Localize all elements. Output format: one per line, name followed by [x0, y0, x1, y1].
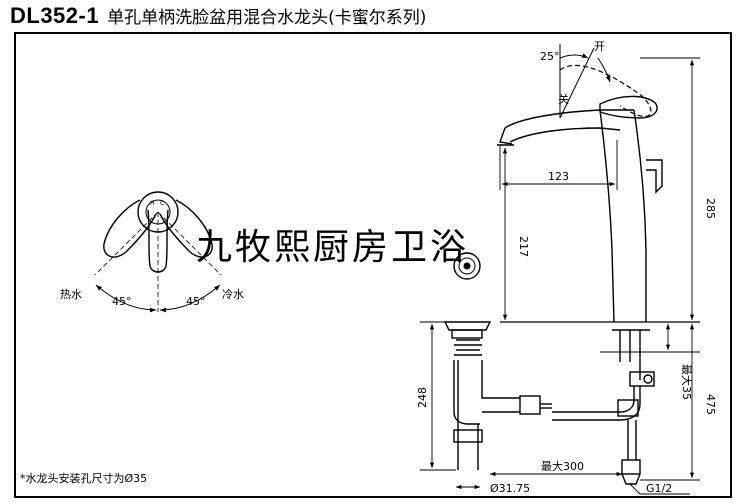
- dim-max-35: 最大35: [680, 364, 694, 400]
- dim-max-300: 最大300: [541, 459, 584, 473]
- dim-spout-height: 217: [517, 236, 530, 257]
- product-name: 单孔单柄洗脸盆用混合水龙头(卡蜜尔系列): [107, 8, 427, 28]
- angle-45-left: 45°: [112, 295, 132, 308]
- faucet-body: [497, 64, 700, 485]
- open-label: 开: [594, 40, 605, 53]
- open-angle-indicator: [559, 44, 611, 119]
- dim-thread: G1/2: [646, 482, 672, 495]
- dim-drain-diameter: Ø31.75: [490, 482, 530, 495]
- model-number: DL352-1: [10, 3, 100, 28]
- dim-below-475: 475: [704, 394, 717, 415]
- dim-total-height: 285: [704, 198, 717, 219]
- install-note: *水龙头安装孔尺寸为Ø35: [20, 472, 148, 485]
- handle-lever-left: [103, 199, 157, 258]
- dimension-lines: [420, 57, 700, 495]
- handle-lever-right: [159, 199, 213, 258]
- hot-water-label: 热水: [60, 288, 82, 301]
- cold-water-label: 冷水: [222, 288, 244, 301]
- dim-drain-height: 248: [416, 387, 429, 408]
- svg-text:H: H: [150, 200, 155, 207]
- svg-text:C: C: [160, 200, 164, 207]
- drain-plug-top: [453, 252, 481, 280]
- dim-spout-reach: 123: [548, 170, 569, 183]
- drain-assembly: [443, 321, 552, 470]
- angle-25-label: 25°: [540, 50, 560, 63]
- drawing-frame: [14, 32, 732, 498]
- close-label: 关: [558, 92, 569, 106]
- angle-45-right: 45°: [186, 295, 206, 308]
- handle-top-view: H C: [94, 191, 222, 313]
- watermark-text: 九牧熙厨房卫浴: [196, 227, 470, 268]
- diagram-title: DL352-1 单孔单柄洗脸盆用混合水龙头(卡蜜尔系列): [10, 3, 426, 29]
